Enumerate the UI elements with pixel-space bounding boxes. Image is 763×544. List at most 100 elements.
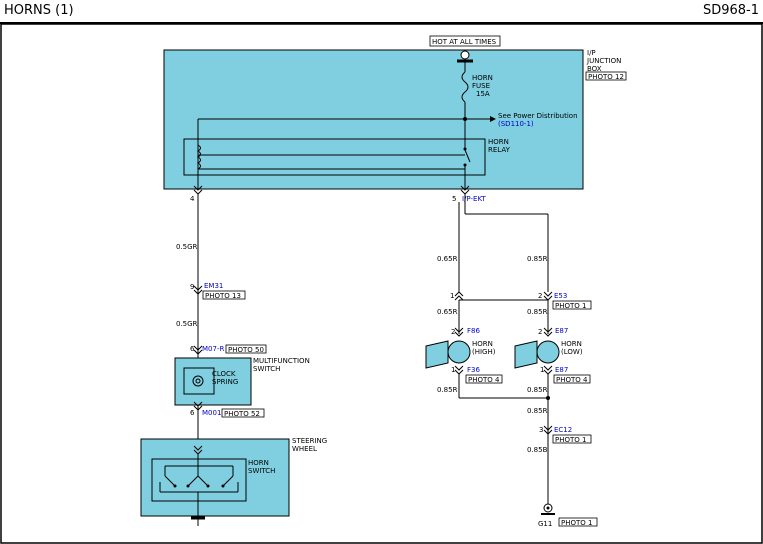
horn-switch-contacts: [164, 475, 234, 487]
wire-0.5gr-1: 0.5GR: [176, 243, 198, 251]
horn-switch-box: [151, 458, 247, 502]
clock-spring-label-1: CLOCK: [212, 370, 236, 378]
ipe-ekt-label: I/P-EKT: [462, 195, 486, 203]
f36-label: F36: [467, 366, 480, 374]
horn-low-body: [514, 340, 538, 369]
photo4a-label: PHOTO 4: [468, 376, 500, 384]
connector-em31: [193, 285, 203, 295]
photo12-label: PHOTO 12: [588, 73, 624, 81]
connector-e87b: [543, 365, 553, 375]
diagram-header: HORNS (1) SD968-1: [0, 0, 763, 24]
horn-low-icon: [536, 340, 560, 364]
wire-0.5gr-2: 0.5GR: [176, 320, 198, 328]
jbox-label-1: I/P: [587, 49, 596, 57]
horn-high-icon: [447, 340, 471, 364]
e53-pin1: 1: [450, 292, 454, 300]
f86-label: F86: [467, 327, 480, 335]
connector-f86: [454, 327, 464, 337]
power-source-terminal: [460, 50, 470, 60]
horn-high-label-1: HORN: [472, 340, 493, 348]
e87-label: E87: [555, 327, 568, 335]
connector-f36: [454, 365, 464, 375]
horn-fuse-symbol: [461, 71, 469, 103]
see-power-label: See Power Distribution: [498, 112, 578, 120]
fuse-label-3: 15A: [476, 90, 490, 98]
multifunction-label-2: SWITCH: [253, 365, 280, 373]
relay-coil-symbol: [197, 144, 201, 170]
photo52-label: PHOTO 52: [224, 410, 260, 418]
wire-0.85r-a: 0.85R: [527, 255, 548, 263]
horn-relay-box: [183, 138, 486, 176]
diagram-title: HORNS (1): [4, 3, 74, 18]
e53-label: E53: [554, 292, 567, 300]
photo50-label: PHOTO 50: [228, 346, 264, 354]
horn-high-label-2: (HIGH): [472, 348, 496, 356]
relay-label-1: HORN: [488, 138, 509, 146]
relay-label-2: RELAY: [488, 146, 511, 154]
multifunction-switch-box: [174, 357, 252, 406]
photo1b-label: PHOTO 1: [555, 436, 586, 444]
e87-pin: 2: [538, 328, 542, 336]
horn-low-label-2: (LOW): [561, 348, 583, 356]
m01-label: M001: [202, 409, 221, 417]
diagram-frame: [0, 23, 763, 544]
photo13-label: PHOTO 13: [205, 292, 241, 300]
em31-pin: 9: [190, 283, 194, 291]
fuse-label-2: FUSE: [472, 82, 490, 90]
photo52-tag: [221, 408, 265, 418]
connector-e87: [543, 327, 553, 337]
photo1c-label: PHOTO 1: [561, 519, 592, 527]
e53-pin2: 2: [538, 292, 542, 300]
photo4b-label: PHOTO 4: [556, 376, 588, 384]
horn-low-label-1: HORN: [561, 340, 582, 348]
wire-0.85r-b: 0.85R: [527, 308, 548, 316]
hot-at-all-times-label: HOT AT ALL TIMES: [432, 38, 497, 46]
relay-switch-contact: [464, 149, 471, 163]
m01-pin: 6: [190, 409, 195, 417]
wire-0.85r-e: 0.85R: [527, 407, 548, 415]
photo50-tag: [225, 344, 267, 354]
photo13-tag: [202, 290, 246, 300]
clock-spring-icon: [192, 375, 204, 387]
photo1a-label: PHOTO 1: [555, 302, 586, 310]
em31-label: EM31: [204, 282, 223, 290]
f36-pin: 1: [451, 366, 455, 374]
wire-0.85r-d: 0.85R: [527, 386, 548, 394]
clock-spring-box: [183, 367, 215, 395]
ec12-pin: 3: [539, 426, 543, 434]
steering-label-2: WHEEL: [292, 445, 317, 453]
connector-e53-2: [543, 291, 553, 301]
photo4b-tag: [553, 374, 591, 384]
connector-m07r: [193, 345, 203, 355]
steering-label-1: STEERING: [292, 437, 327, 445]
wire-0.85b: 0.85B: [527, 446, 548, 454]
photo1a-tag: [552, 300, 592, 310]
connector-m01: [193, 401, 203, 411]
pin4-label: 4: [190, 195, 195, 203]
g11-label: G11: [538, 520, 552, 528]
diagram-code: SD968-1: [702, 3, 759, 18]
wire-0.65r-b: 0.65R: [437, 308, 458, 316]
horn-switch-label-1: HORN: [248, 459, 269, 467]
m07r-pin: 6: [190, 345, 195, 353]
e87b-pin: 1: [540, 366, 544, 374]
hot-at-all-times-tag: [429, 35, 501, 47]
jbox-label-2: JUNCTION: [586, 57, 621, 65]
fuse-label-1: HORN: [472, 74, 493, 82]
connector-ec12: [543, 425, 553, 435]
sd-reference-link[interactable]: (SD110-1): [498, 120, 534, 128]
photo1b-tag: [552, 434, 592, 444]
photo1c-tag: [558, 517, 598, 527]
photo4a-tag: [465, 374, 503, 384]
steering-wheel-box: [140, 438, 290, 517]
wire-0.85r-c: 0.85R: [437, 386, 458, 394]
connector-e53-1: [454, 291, 464, 301]
ec12-label: EC12: [554, 426, 572, 434]
power-distribution-arrow: [490, 116, 496, 122]
m07r-label: M07-R: [202, 345, 224, 353]
photo12-tag: [585, 71, 627, 81]
wire-0.65r-a: 0.65R: [437, 255, 458, 263]
clock-spring-label-2: SPRING: [212, 378, 238, 386]
